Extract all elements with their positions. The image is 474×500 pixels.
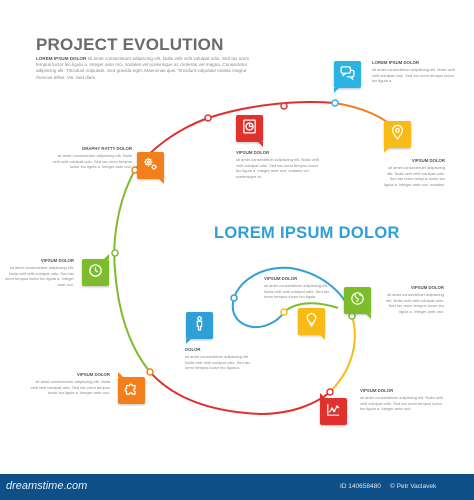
spiral-node: [146, 368, 154, 376]
step-badge-clock: [82, 254, 109, 286]
spiral-nodes: [111, 99, 399, 396]
spiral-node: [331, 99, 339, 107]
spiral-segment-inner-tail: [283, 302, 339, 313]
step-description: sit amet consectetuer adipiscing elit. N…: [360, 395, 443, 411]
step-badge-chat: [334, 61, 361, 93]
step-label: VIPSUM DOLOR: [360, 388, 394, 393]
step-badge-puzzle: [118, 372, 145, 404]
step-text-globe: VIPSUM DOLOR sit amet consectetuer adipi…: [380, 285, 444, 314]
step-text-clock: VIPSUM DOLOR sit amet consectetuer adipi…: [0, 258, 74, 287]
intro-text: sit amet consectetuer adipiscing elit. N…: [36, 56, 250, 80]
center-heading: LOREM IPSUM DOLOR: [214, 224, 400, 242]
step-label: VIPSUM DOLOR: [264, 276, 298, 281]
spiral-segment-right-lower: [329, 315, 356, 393]
person-icon: [191, 315, 208, 337]
step-description: sit amet consectetuer adipiscing elit. N…: [264, 283, 330, 299]
footer-bar: dreamstime.com ID 140658480 © Petr Vacla…: [0, 474, 474, 500]
location-pin-icon: [389, 124, 406, 146]
spiral-segment-left: [113, 169, 151, 373]
globe-icon: [349, 290, 366, 312]
step-text-gears: GRAPHY RATTY DOLOR sit amet consectetuer…: [52, 146, 132, 170]
step-label: LOREM IPSUM DOLOR: [372, 60, 420, 65]
step-text-puzzle: VIPSUM DOLOR sit amet consectetuer adipi…: [30, 372, 110, 396]
step-description: sit amet consectetuer adipiscing elit. N…: [30, 379, 110, 395]
step-text-person: DOLOR sit amet consectetuer adipiscing e…: [185, 347, 255, 371]
step-description: sit amet consectetuer adipiscing elit. N…: [372, 67, 455, 83]
step-badge-graph: [320, 393, 347, 425]
spiral-node: [230, 294, 238, 302]
step-label: VIPSUM DOLOR: [411, 158, 445, 163]
copyright: © Petr Vaclavek: [390, 483, 437, 490]
step-text-chat: LOREM IPSUM DOLOR sit amet consectetuer …: [372, 60, 458, 84]
step-badge-gears: [137, 152, 164, 184]
spiral-node: [204, 114, 212, 122]
spiral-node: [280, 308, 288, 316]
step-description: sit amet consectetuer adipiscing elit. N…: [236, 157, 319, 179]
step-text-graph: VIPSUM DOLOR sit amet consectetuer adipi…: [360, 388, 446, 412]
clock-icon: [87, 262, 104, 284]
step-label: DOLOR: [185, 347, 201, 352]
step-label: GRAPHY RATTY DOLOR: [81, 146, 132, 151]
intro-paragraph: LOREM IPSUM DOLOR sit amet consectetuer …: [36, 56, 258, 81]
step-description: sit amet consectetuer adipiscing elit. N…: [384, 165, 445, 187]
spiral-node: [280, 102, 288, 110]
step-badge-location: [384, 121, 411, 153]
step-badge-bulb: [298, 308, 325, 340]
spiral-node: [111, 249, 119, 257]
step-description: sit amet consectetuer adipiscing elit. N…: [52, 153, 132, 169]
step-badge-globe: [344, 287, 371, 319]
step-text-location: VIPSUM DOLOR sit amet consectetuer adipi…: [383, 158, 445, 187]
lightbulb-icon: [303, 311, 320, 333]
step-text-chart: VIPSUM DOLOR sit amet consectetuer adipi…: [236, 150, 322, 179]
step-description: sit amet consectetuer adipiscing elit. N…: [386, 292, 444, 314]
step-label: VIPSUM DOLOR: [76, 372, 110, 377]
step-badge-person: [186, 312, 213, 344]
step-label: VIPSUM DOLOR: [410, 285, 444, 290]
step-label: VIPSUM DOLOR: [236, 150, 270, 155]
chat-bubbles-icon: [339, 64, 356, 86]
image-id: ID 140658480: [340, 483, 381, 490]
page-title: PROJECT EVOLUTION: [36, 35, 224, 54]
step-description: sit amet consectetuer adipiscing elit. N…: [4, 265, 74, 287]
watermark-brand: dreamstime.com: [6, 480, 88, 492]
line-graph-icon: [325, 401, 342, 423]
spiral-node: [326, 388, 334, 396]
puzzle-piece-icon: [123, 380, 140, 402]
gears-icon: [142, 155, 159, 177]
pie-chart-icon: [241, 118, 258, 140]
intro-lead: LOREM IPSUM DOLOR: [36, 56, 87, 61]
step-label: VIPSUM DOLOR: [40, 258, 74, 263]
step-description: sit amet consectetuer adipiscing elit. N…: [185, 354, 251, 370]
step-badge-chart: [236, 115, 263, 147]
step-text-bulb: VIPSUM DOLOR sit amet consectetuer adipi…: [264, 276, 334, 300]
spiral-segment-bottom: [149, 371, 331, 416]
